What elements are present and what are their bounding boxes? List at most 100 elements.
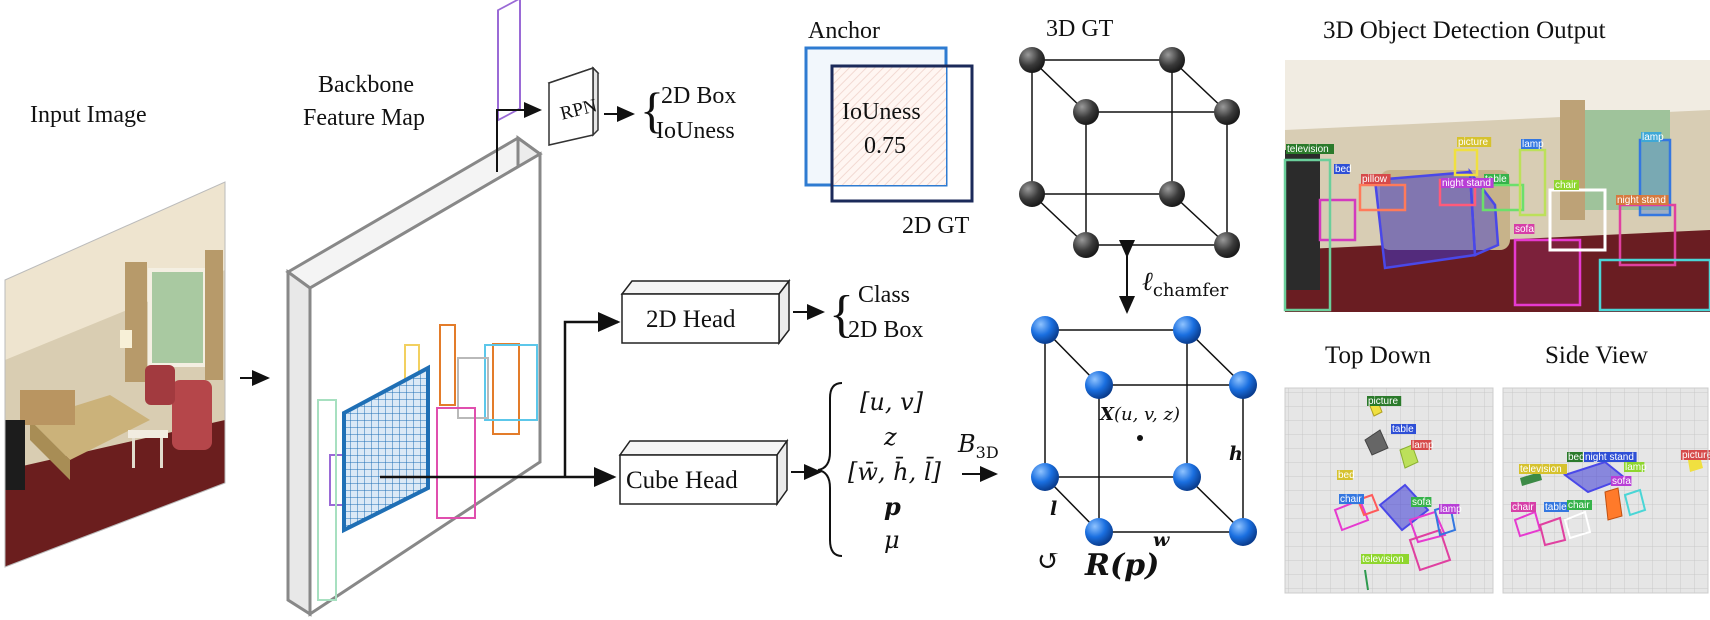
object-tag-bg — [1519, 464, 1567, 474]
gt3d-label: 3D GT — [1046, 16, 1114, 42]
iouness-label: IoUness — [842, 99, 921, 125]
pred-cube — [1043, 329, 1245, 533]
object-tag: television — [1287, 144, 1329, 155]
object-tag: table — [1545, 502, 1567, 513]
cube-out-z: z — [883, 423, 897, 451]
side-view-label: Side View — [1545, 342, 1648, 369]
center-label: X(u, v, z) — [1099, 404, 1180, 425]
rpn-out-iouness: IoUness — [656, 118, 735, 144]
top-down-view — [1285, 388, 1493, 593]
object-tag: lamp — [1522, 139, 1544, 150]
object-tag: chair — [1568, 500, 1590, 511]
object-tag-bg — [1334, 164, 1350, 174]
cube-out-mu: μ — [884, 526, 900, 554]
roi-grid — [342, 364, 430, 534]
object-tag: picture — [1458, 137, 1488, 148]
object-tag: lamp — [1642, 132, 1664, 143]
2dhead-label: 2D Head — [646, 306, 736, 333]
input-image-label: Input Image — [30, 102, 147, 128]
object-tag: lamp — [1412, 440, 1434, 451]
object-tag-bg — [1681, 450, 1710, 460]
cube-out-dims: [w̄, h̄, l̄] — [848, 457, 942, 486]
object-tag: night stand — [1442, 178, 1491, 189]
object-tag-bg — [1367, 396, 1402, 406]
gt2d-label: 2D GT — [902, 213, 970, 239]
object-tag: night stand — [1585, 452, 1634, 463]
object-tag-bg — [1457, 137, 1492, 147]
object-tag-bg — [1484, 174, 1509, 184]
object-tag: lamp — [1440, 504, 1462, 515]
cube-out-uv: [u, v] — [860, 388, 924, 416]
backbone-label-line2: Feature Map — [303, 105, 425, 131]
chamfer-label: ℓchamfer — [1142, 267, 1229, 301]
object-tag-bg — [1339, 494, 1364, 504]
dim-l-label: l — [1050, 498, 1057, 520]
object-tag-bg — [1616, 195, 1669, 205]
anchor-label: Anchor — [808, 18, 880, 44]
output-3d-boxes — [1283, 138, 1710, 312]
object-tag: bed — [1568, 452, 1585, 463]
2dhead-brace: { — [829, 286, 854, 343]
object-tag: television — [1520, 464, 1562, 475]
object-tag-bg — [1337, 470, 1353, 480]
pred-corners — [1031, 316, 1257, 546]
side-view — [1503, 388, 1708, 593]
cubehead-block: Cube Head — [618, 438, 789, 507]
object-tag: television — [1362, 554, 1404, 565]
object-tag-bg — [1584, 452, 1637, 462]
iou-overlap — [832, 66, 946, 185]
dim-h-label: h — [1229, 443, 1243, 465]
object-tag: table — [1392, 424, 1414, 435]
object-tag-bg — [1544, 502, 1569, 512]
object-tag: sofa — [1515, 224, 1534, 235]
2dhead-out-2dbox: 2D Box — [848, 317, 923, 343]
object-tag-bg — [1361, 554, 1409, 564]
object-tag: sofa — [1412, 497, 1431, 508]
iouness-value: 0.75 — [864, 133, 906, 159]
object-tag-bg — [1511, 502, 1536, 512]
object-tag: table — [1485, 174, 1507, 185]
object-tag: chair — [1340, 494, 1362, 505]
object-tag-bg — [1391, 424, 1416, 434]
rotation-label: R(p) — [1084, 548, 1159, 583]
object-tag-bg — [1641, 132, 1662, 142]
output-title: 3D Object Detection Output — [1323, 17, 1606, 44]
2dhead-out-class: Class — [858, 282, 910, 308]
cube-out-p: p — [884, 492, 901, 521]
object-tag-bg — [1567, 500, 1592, 510]
input-room-photo — [5, 182, 225, 567]
object-tag-bg — [1439, 504, 1460, 514]
object-tag: chair — [1555, 180, 1577, 191]
object-tag-bg — [1411, 440, 1432, 450]
2dhead-block: 2D Head — [620, 278, 791, 346]
rpn-out-2dbox: 2D Box — [661, 83, 736, 109]
center-point — [1137, 435, 1143, 441]
object-tag: chair — [1512, 502, 1534, 513]
cubehead-brace — [817, 382, 843, 557]
cubehead-label: Cube Head — [626, 467, 738, 494]
gt2d-box — [830, 64, 974, 203]
object-tag-bg — [1624, 462, 1645, 472]
backbone-to-rpn-arrow — [496, 102, 542, 172]
object-tag: pillow — [1362, 174, 1388, 185]
gt3d-cube — [1030, 59, 1229, 246]
dim-w-label: w — [1153, 529, 1170, 551]
backbone-label-line1: Backbone — [318, 72, 414, 98]
object-tag-bg — [1554, 180, 1579, 190]
object-tag: night stand — [1617, 195, 1666, 206]
object-tag: bed — [1338, 470, 1355, 481]
object-tag-bg — [1567, 452, 1583, 462]
object-tag: bed — [1335, 164, 1352, 175]
top-down-label: Top Down — [1325, 342, 1431, 369]
rotation-icon: ↺ — [1037, 546, 1060, 577]
object-tag: sofa — [1612, 476, 1631, 487]
object-tag-bg — [1514, 224, 1535, 234]
object-tag: picture — [1368, 396, 1398, 407]
object-tag-bg — [1361, 174, 1391, 184]
gt3d-corners — [1019, 47, 1240, 258]
top-down-tags: picture table lamp bed chair sofa lamp televisi… — [1337, 396, 1462, 565]
rpn-block: RPN — [547, 66, 599, 146]
b3d-label: B3D — [957, 430, 999, 462]
